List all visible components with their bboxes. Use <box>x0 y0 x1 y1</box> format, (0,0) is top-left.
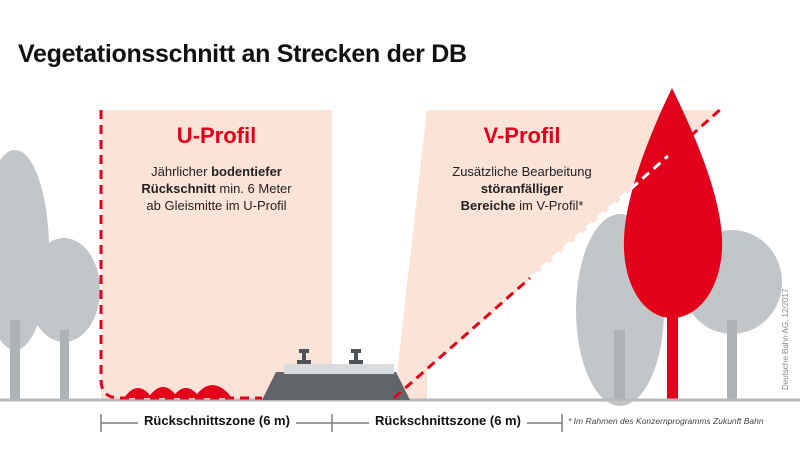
page-title: Vegetationsschnitt an Strecken der DB <box>18 40 467 68</box>
v-profil-text-line1: Zusätzliche Bearbeitung <box>452 164 592 179</box>
left-trees <box>0 150 100 400</box>
ballast <box>262 372 410 400</box>
u-profil-outline <box>99 110 262 400</box>
rail-left <box>297 349 311 364</box>
v-profil-line-red <box>393 276 531 400</box>
v-profil-title: V-Profil <box>483 123 561 148</box>
rail-right <box>349 349 363 364</box>
zone-label-left: Rückschnittszone (6 m) <box>144 413 290 428</box>
v-profil-text-line3a: Bereiche <box>460 198 516 213</box>
zone-label-right: Rückschnittszone (6 m) <box>375 413 521 428</box>
tree-small-left-trunk <box>60 330 69 400</box>
u-profil-text-line1b: bodentiefer <box>211 164 282 179</box>
v-profil-line-white <box>529 154 669 280</box>
tree-small-left <box>28 238 100 342</box>
v-profil-text-line2: störanfälliger <box>480 181 564 196</box>
red-tree-trunk <box>667 300 678 400</box>
u-profil-text-line2a: Rückschnitt <box>141 181 216 196</box>
u-profil-text-line1a: Jährlicher <box>151 164 212 179</box>
v-profil-line-red-top <box>667 106 723 158</box>
u-profil-text-line3: ab Gleismitte im U-Profil <box>146 198 287 213</box>
footnote: * Im Rahmen des Konzernprogramms Zukunft… <box>568 416 764 426</box>
v-profil-text-line3b: im V-Profil* <box>515 198 584 213</box>
tree-cone-right-trunk <box>614 330 625 400</box>
tree-large-left-trunk <box>10 320 20 400</box>
red-tree-crown <box>623 88 723 318</box>
zone-dimensions <box>100 414 563 432</box>
credit: Deutsche Bahn AG, 12/2017 <box>781 288 790 390</box>
cut-bushes <box>124 385 232 398</box>
u-profil-title: U-Profil <box>176 123 257 148</box>
tree-round-right-trunk <box>727 320 737 400</box>
u-profil-zone <box>101 110 332 400</box>
u-profil-description: Jährlicher bodentiefer Rückschnitt min. … <box>101 163 332 214</box>
u-profil-text-line2b: min. 6 Meter <box>215 181 292 196</box>
v-profil-description: Zusätzliche Bearbeitung störanfälliger B… <box>427 163 617 214</box>
track <box>262 349 410 400</box>
red-tree <box>623 88 723 400</box>
sleeper <box>284 364 394 374</box>
